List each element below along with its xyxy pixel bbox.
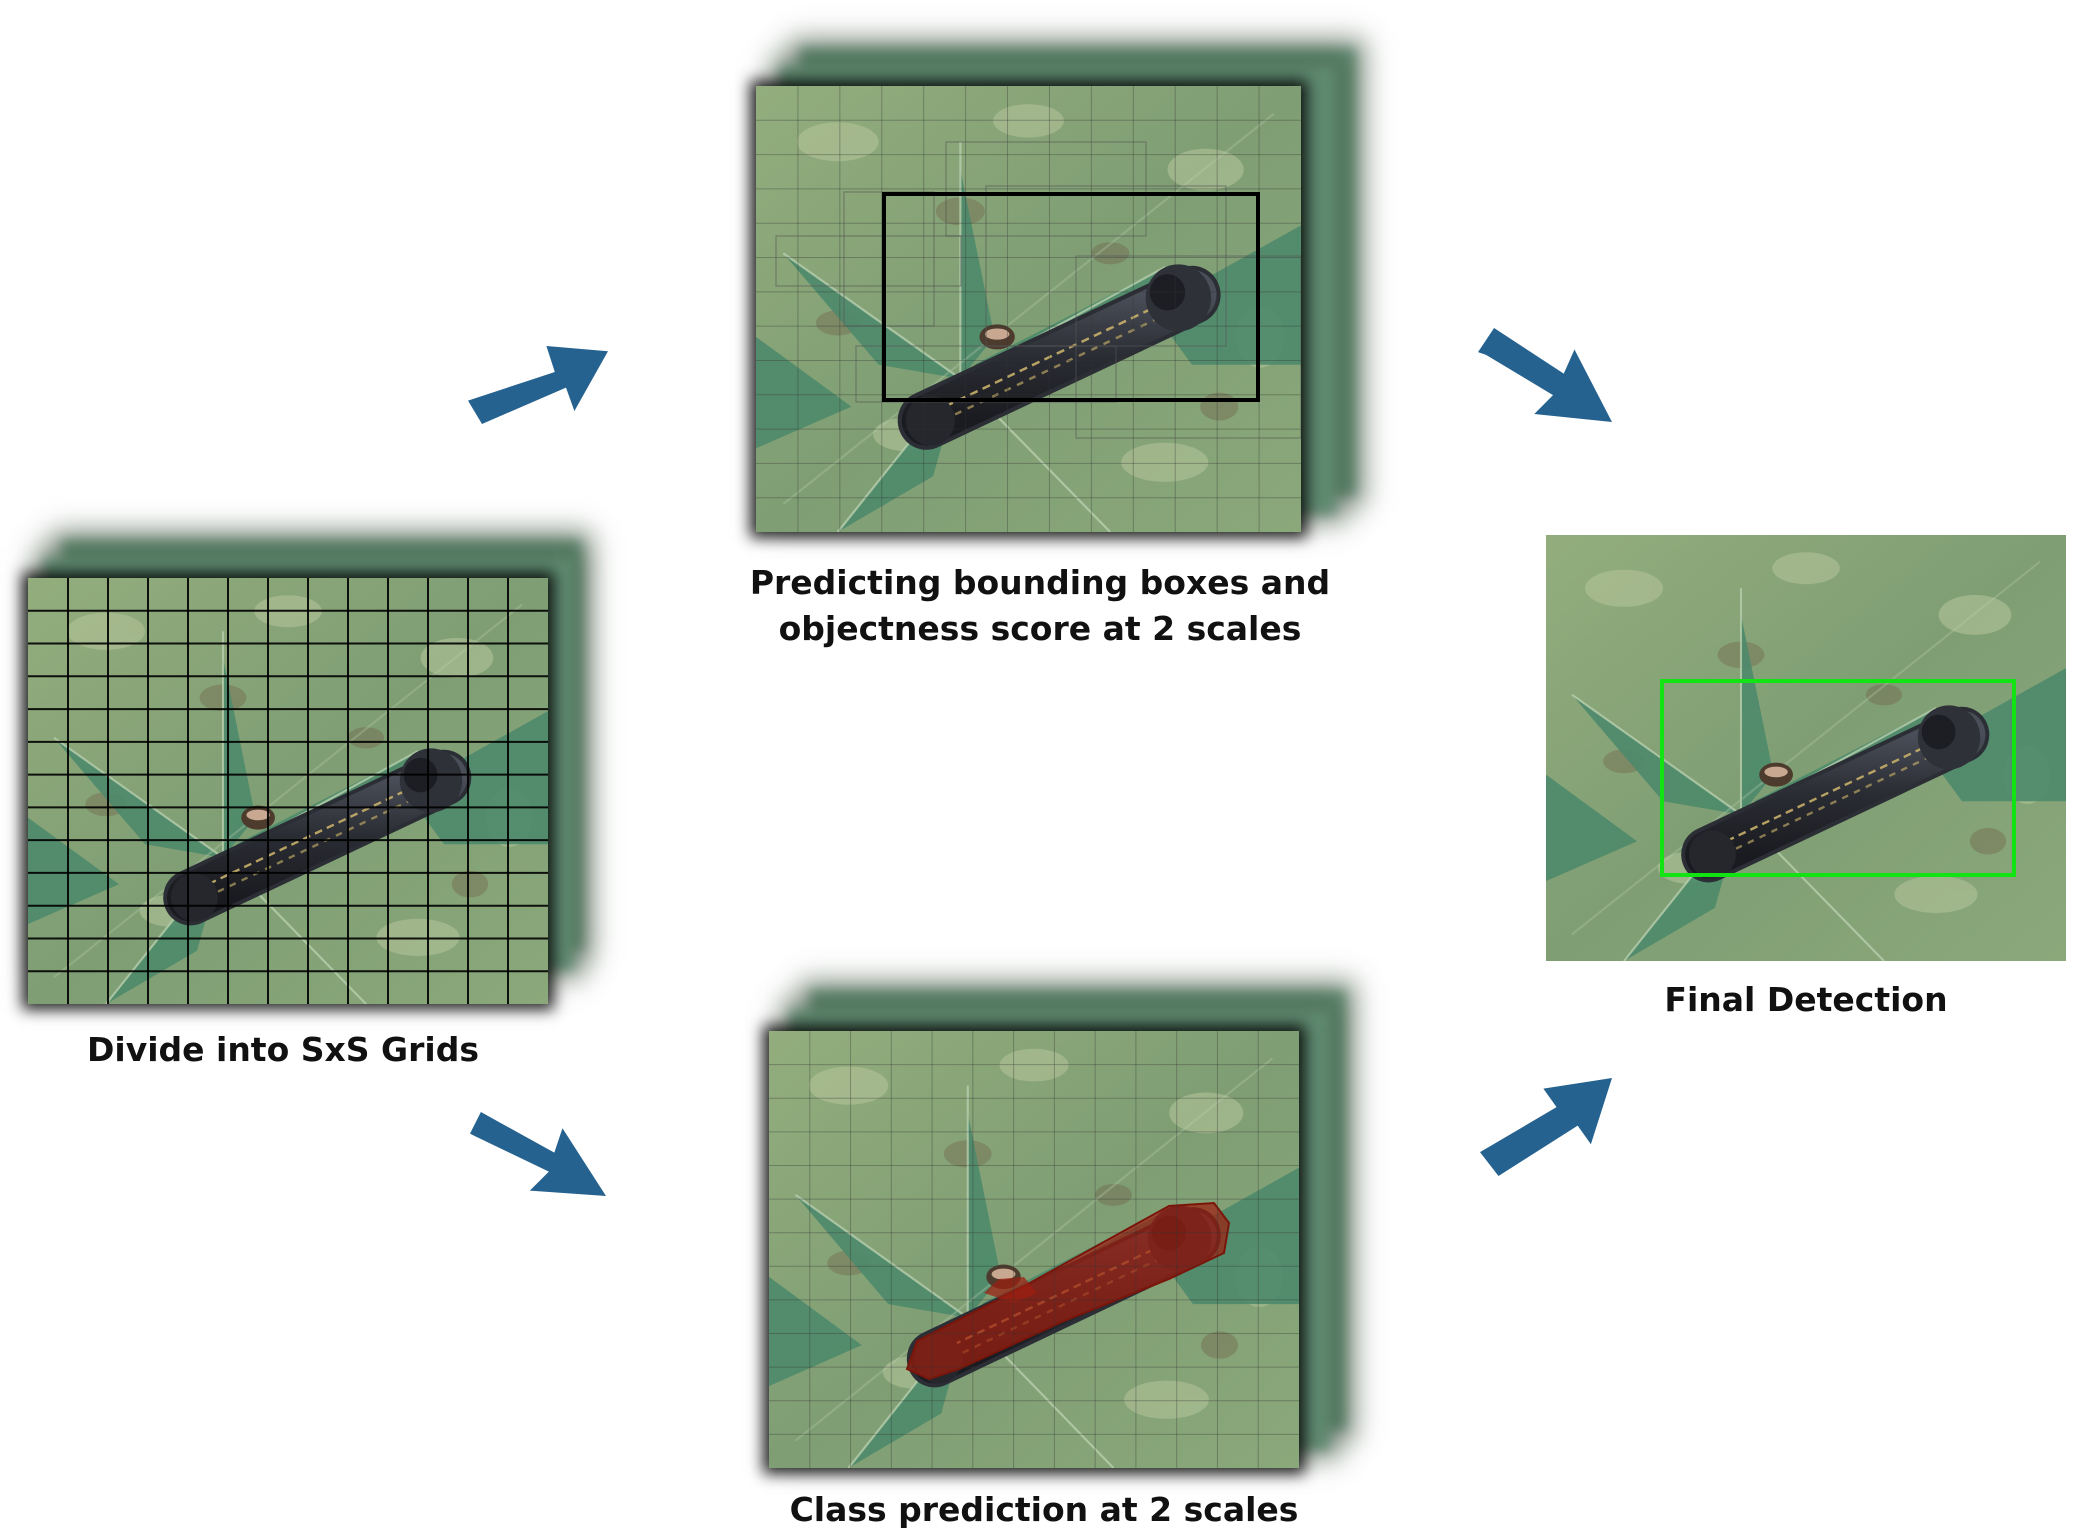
grid-photo: [28, 578, 548, 1004]
arrow-down-right-icon: [1478, 328, 1612, 422]
arrow-up-right-icon: [468, 346, 608, 424]
anchor-box: [985, 185, 1227, 347]
final-photo: [1546, 535, 2066, 961]
bbox-step-label-line1: Predicting bounding boxes and: [749, 563, 1331, 602]
predicted-bounding-box: [882, 192, 1260, 402]
bbox-overlay: [756, 86, 1301, 532]
anchor-box: [1075, 255, 1301, 439]
class-overlay: [769, 1031, 1299, 1468]
grid-step-label: Divide into SxS Grids: [86, 1030, 479, 1069]
final-step-label: Final Detection: [1664, 980, 1948, 1019]
anchor-box: [855, 345, 1117, 403]
anchor-box: [843, 191, 935, 327]
class-mask: [905, 1201, 1231, 1381]
arrow-up-right-icon-2: [1480, 1078, 1612, 1176]
final-detection-box: [1660, 679, 2016, 877]
anchor-box: [775, 235, 962, 287]
bbox-photo: [756, 86, 1301, 532]
class-step-label: Class prediction at 2 scales: [789, 1490, 1299, 1529]
bbox-step-label-line2: objectness score at 2 scales: [778, 609, 1302, 648]
anchor-box: [945, 141, 1147, 237]
grid-overlay: [28, 578, 548, 1004]
class-photo: [769, 1031, 1299, 1468]
class-mask-head: [984, 1277, 1037, 1303]
arrow-down-right-icon-2: [470, 1112, 606, 1196]
